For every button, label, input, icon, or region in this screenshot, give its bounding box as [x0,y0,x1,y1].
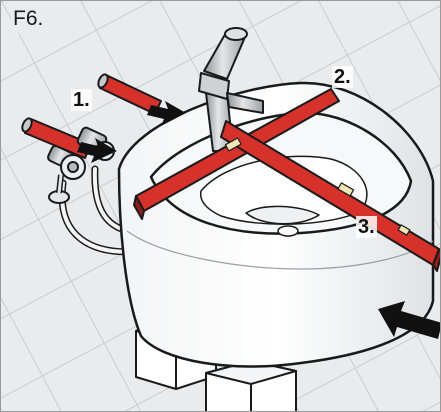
step-2-label: 2. [332,66,353,88]
figure-label: F6. [11,7,50,33]
step-3-label: 3. [356,216,377,238]
spirit-level-icon [133,88,440,272]
wall-plug-icon [21,73,162,159]
faucet-icon [198,27,264,152]
step-1-label: 1. [71,89,92,111]
push-arrow-icon [77,101,440,339]
